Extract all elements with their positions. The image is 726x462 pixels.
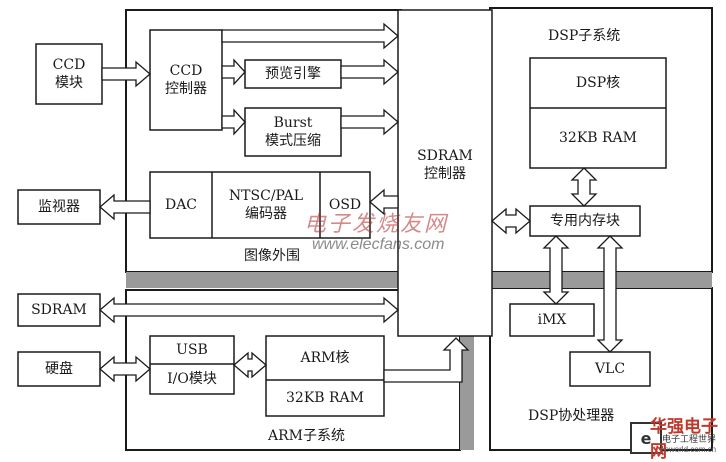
preview-engine-label: 预览引擎 [265,66,321,82]
hard-disk-label: 硬盘 [45,361,73,377]
logo-small: 电子工程世界 [662,435,717,445]
arm-subsystem-title: ARM子系统 [268,428,345,444]
dsp-coprocessor-title: DSP协处理器 [528,408,615,424]
usb-label: USB [176,342,208,358]
image-peripheral-title: 图像外围 [244,248,300,264]
sdram-controller-box [397,9,493,337]
logo-sub: eeworld.com.cn [660,445,717,454]
dsp-core-label: DSP核 [575,75,621,91]
arrow-group [99,22,624,383]
ccd-module-box [35,43,103,105]
imx-label: iMX [537,312,567,328]
burst-compress-box [244,107,342,157]
watermark-site-cn: 电子发烧友网 [304,212,449,237]
encoder-group-box [149,171,371,239]
imx-box [509,303,595,337]
logo-icon: e [640,428,652,448]
monitor-label: 监视器 [38,199,80,215]
dedicated-mem-label: 专用内存块 [550,213,620,229]
io-module-label: I/O模块 [167,371,217,387]
vlc-label: VLC [594,361,626,377]
ccd-controller-box [149,29,223,131]
osd-label: OSD [328,197,362,213]
dsp-subsystem-title: DSP子系统 [548,28,621,44]
sdram-controller-label: SDRAM 控制器 [417,148,473,182]
dsp-ram-label: 32KB RAM [559,130,637,146]
watermark-site-url: www.elecfans.com [312,236,445,253]
ccd-module-label: CCD 模块 [52,57,86,91]
arm-core-box [265,335,385,417]
hard-disk-box [17,351,101,387]
dsp-core-box [529,57,667,169]
sdram-box [17,293,101,327]
sdram-label: SDRAM [31,302,87,318]
vlc-box [569,351,651,387]
ccd-controller-label: CCD 控制器 [165,63,207,97]
logo-badge: e [630,422,662,454]
dac-label: DAC [164,197,198,213]
burst-compress-label: Burst 模式压缩 [265,115,321,149]
usb-io-box [149,335,235,395]
monitor-box [17,189,101,225]
preview-engine-box [244,59,342,89]
arm-ram-label: 32KB RAM [286,390,364,406]
logo-brand: 华强电子网 [650,417,718,462]
arm-core-label: ARM核 [300,350,350,366]
ntsc-pal-label: NTSC/PAL 编码器 [228,188,304,222]
